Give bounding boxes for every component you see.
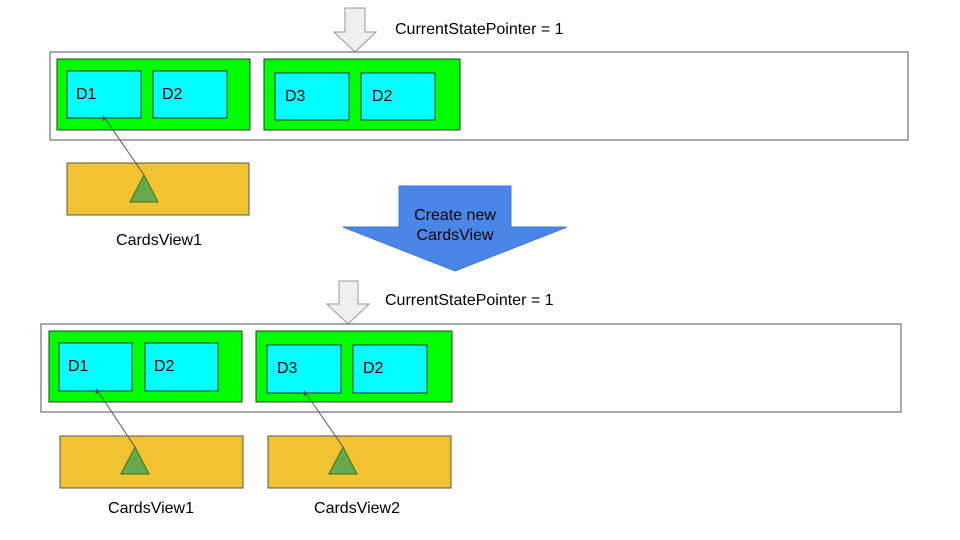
card-box <box>66 70 142 119</box>
reference-arrowhead <box>303 390 308 397</box>
card-box <box>58 342 133 392</box>
reference-line <box>96 389 136 448</box>
bottom-pointer-arrow <box>325 280 371 325</box>
card-box <box>144 342 219 392</box>
card-label: D2 <box>372 88 393 105</box>
bottom-cardsview-1: CardsView1 <box>59 388 244 517</box>
card-box <box>352 344 428 394</box>
card-box <box>274 72 350 121</box>
top-pointer-label: CurrentStatePointer = 1 <box>395 21 564 38</box>
reference-arrowhead <box>102 115 107 122</box>
top-cardsview-1: CardsView1 <box>66 115 250 249</box>
card-label: D3 <box>277 360 298 377</box>
bottom-cardsview-2: CardsView2 <box>267 390 452 517</box>
card-label: D2 <box>363 360 384 377</box>
reference-line <box>304 391 344 448</box>
card-label: D1 <box>76 86 97 103</box>
top-state-2: D3 D2 <box>263 58 461 131</box>
card-label: D2 <box>162 86 183 103</box>
cardsview-box <box>66 162 250 216</box>
card-box <box>360 72 436 121</box>
card-label: D1 <box>68 358 89 375</box>
triangle-icon <box>129 173 159 203</box>
bottom-state-2: D3 D2 <box>255 330 453 403</box>
triangle-icon <box>120 445 150 475</box>
cardsview-label: CardsView1 <box>108 500 194 517</box>
card-box <box>152 70 228 119</box>
create-new-line1: Create new <box>414 207 496 224</box>
cardsview-label: CardsView1 <box>116 232 202 249</box>
card-label: D2 <box>154 358 175 375</box>
bottom-pointer-label: CurrentStatePointer = 1 <box>385 292 554 309</box>
reference-line <box>103 116 145 176</box>
bottom-state-1: D1 D2 <box>48 330 243 403</box>
reference-arrowhead <box>95 388 100 395</box>
triangle-icon <box>328 445 358 475</box>
top-state-1: D1 D2 <box>56 58 251 131</box>
cardsview-box <box>59 435 244 489</box>
create-new-line2: CardsView <box>416 227 494 244</box>
cardsview-box <box>267 435 452 489</box>
create-new-arrow <box>342 185 568 272</box>
cardsview-label: CardsView2 <box>314 500 400 517</box>
top-pointer-arrow <box>332 7 378 53</box>
card-label: D3 <box>285 88 306 105</box>
